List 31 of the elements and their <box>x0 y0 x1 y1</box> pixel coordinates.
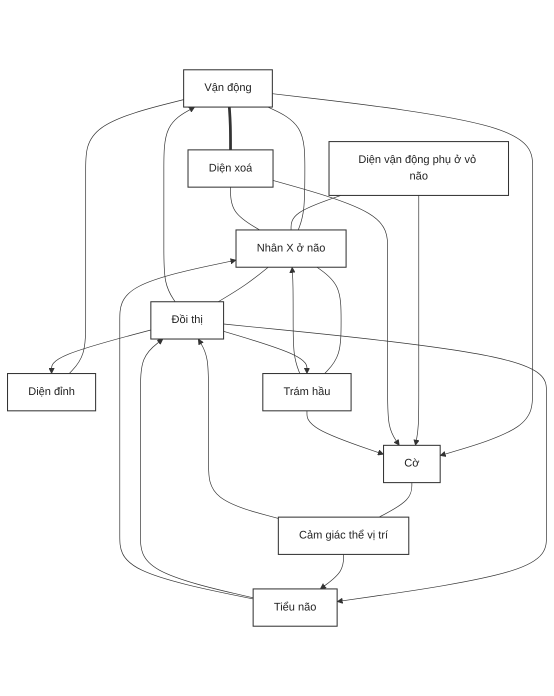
arrow <box>223 330 310 374</box>
arrow <box>306 410 384 456</box>
arrow <box>48 330 152 374</box>
arrow <box>119 258 254 600</box>
connector <box>378 482 412 518</box>
arrow <box>272 93 534 457</box>
arrow <box>198 338 279 519</box>
connector <box>228 106 232 150</box>
node-box: Tiểu não <box>252 588 338 627</box>
connector <box>290 195 342 230</box>
arrow <box>140 338 254 598</box>
node-box: Diện đỉnh <box>7 373 96 412</box>
node-box: Cảm giác thể vị trí <box>278 516 410 555</box>
connector <box>68 99 184 374</box>
node-box: Trám hầu <box>262 373 352 412</box>
arrow <box>414 195 420 446</box>
arrow <box>164 106 195 302</box>
connector <box>316 266 342 374</box>
arrow <box>223 324 547 604</box>
arrow <box>272 180 400 446</box>
node-box: Diện xoá <box>188 149 274 188</box>
arrow <box>320 554 344 590</box>
node-box: Nhân X ở não <box>236 229 347 268</box>
node-box: Vận động <box>183 69 273 108</box>
node-box: Đồi thị <box>150 301 224 340</box>
connector <box>268 106 306 230</box>
arrow <box>289 266 300 374</box>
node-box: Diện vận động phụ ở vỏ não <box>328 141 510 196</box>
connector <box>218 266 269 302</box>
connector <box>230 186 260 230</box>
node-box: Cờ <box>383 444 441 484</box>
